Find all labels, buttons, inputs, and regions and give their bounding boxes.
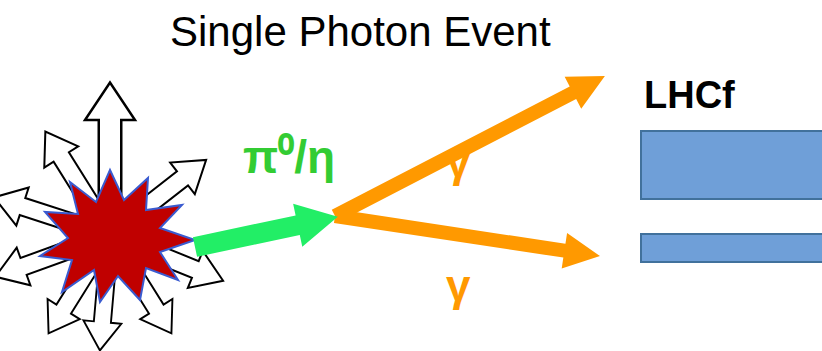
lower-detector (641, 234, 822, 262)
photon-label: γ (446, 262, 470, 310)
collision-burst (40, 170, 195, 302)
outgoing-particles (0, 83, 231, 351)
photon-arrows (327, 60, 613, 274)
detector-body (640, 130, 822, 200)
meson-label: π⁰/η (243, 132, 335, 183)
detector-name: LHCf (640, 70, 822, 120)
meson-arrow (190, 195, 342, 268)
title: Single Photon Event (170, 8, 551, 56)
photon-label: γ (446, 138, 470, 186)
detector-box: LHCf (640, 70, 822, 200)
